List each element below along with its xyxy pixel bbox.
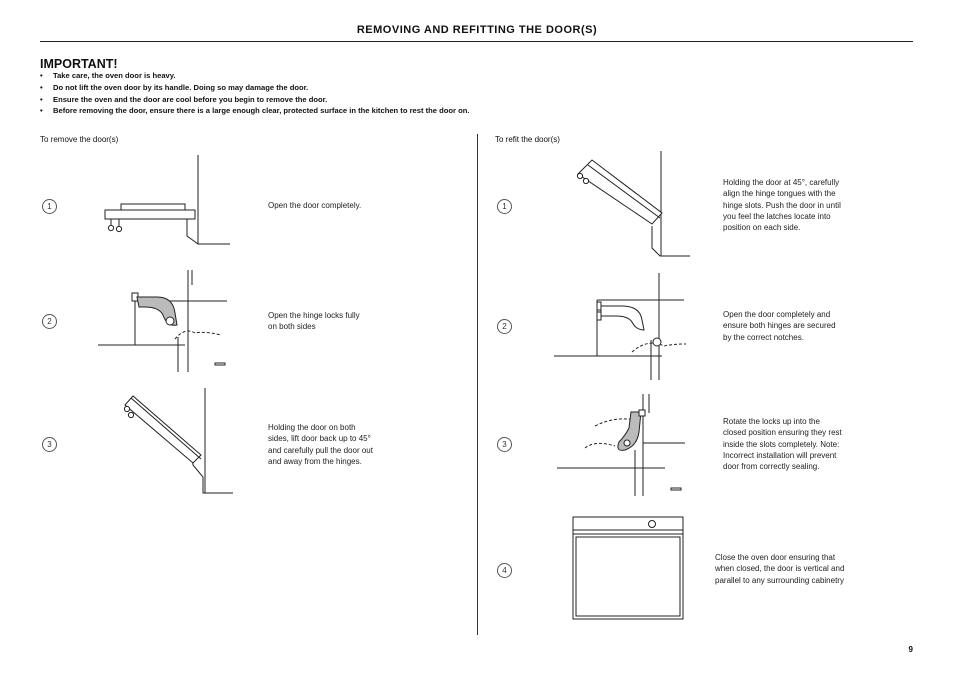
important-item: Do not lift the oven door by its handle.… <box>40 82 469 94</box>
remove-step-1-illustration <box>104 155 230 245</box>
control-knob-icon <box>648 520 656 528</box>
important-item: Before removing the door, ensure there i… <box>40 105 469 117</box>
refit-step-1-number: 1 <box>497 199 512 214</box>
remove-step-2-number: 2 <box>42 314 57 329</box>
refit-step-1-text: Holding the door at 45°, carefully align… <box>723 178 841 233</box>
page-number: 9 <box>908 645 913 654</box>
remove-step-3-text: Holding the door on both sides, lift doo… <box>268 423 373 466</box>
important-item: Take care, the oven door is heavy. <box>40 70 469 82</box>
refit-heading: To refit the door(s) <box>495 135 560 144</box>
remove-heading: To remove the door(s) <box>40 135 119 144</box>
remove-step-1-number: 1 <box>42 199 57 214</box>
refit-step-3-text: Rotate the locks up into the closed posi… <box>723 417 842 472</box>
refit-step-3-illustration <box>557 394 685 496</box>
important-list: Take care, the oven door is heavy. Do no… <box>40 70 469 117</box>
refit-step-4-illustration <box>572 516 684 620</box>
remove-step-3-illustration <box>123 388 233 494</box>
important-heading: IMPORTANT! <box>40 57 118 71</box>
title-rule <box>40 41 913 42</box>
refit-step-2-illustration <box>554 273 687 380</box>
refit-step-2-text: Open the door completely and ensure both… <box>723 310 836 342</box>
refit-step-2-number: 2 <box>497 319 512 334</box>
important-item: Ensure the oven and the door are cool be… <box>40 94 469 106</box>
refit-step-4-text: Close the oven door ensuring that when c… <box>715 553 845 585</box>
refit-step-3-number: 3 <box>497 437 512 452</box>
remove-step-2-illustration <box>98 270 227 372</box>
refit-step-4-number: 4 <box>497 563 512 578</box>
remove-step-1-text: Open the door completely. <box>268 201 362 210</box>
refit-step-1-illustration <box>576 151 690 257</box>
remove-step-2-text: Open the hinge locks fully on both sides <box>268 311 360 332</box>
column-divider <box>477 134 478 635</box>
section-title: REMOVING AND REFITTING THE DOOR(S) <box>356 24 598 36</box>
remove-step-3-number: 3 <box>42 437 57 452</box>
